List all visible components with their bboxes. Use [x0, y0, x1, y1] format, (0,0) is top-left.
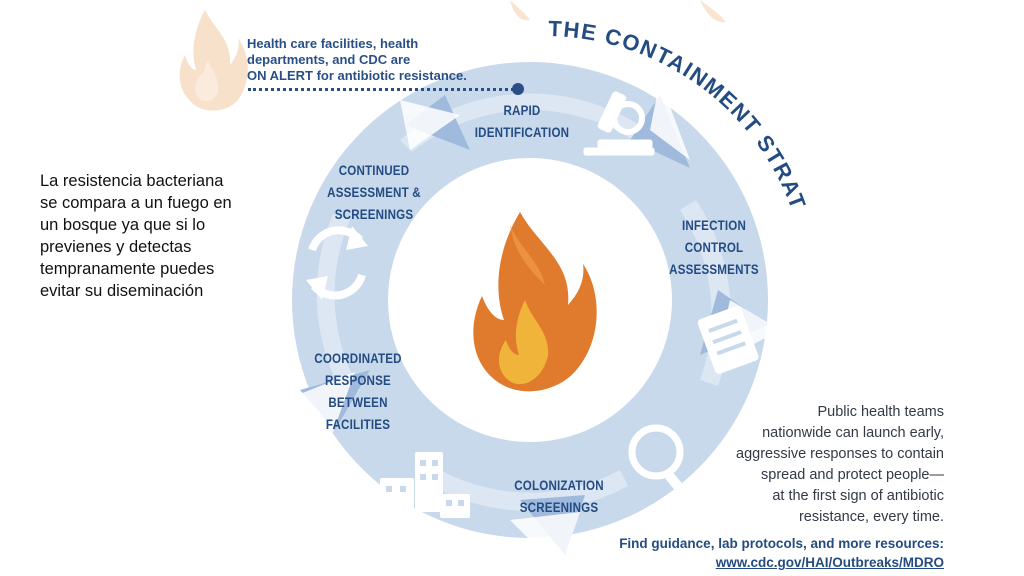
- refresh-cycle-icon: [306, 226, 368, 300]
- connector-dot: [512, 83, 524, 95]
- stage-coordinated-response: COORDINATED RESPONSE BETWEEN FACILITIES: [314, 351, 402, 432]
- stage-rapid-identification: RAPID IDENTIFICATION: [474, 103, 570, 140]
- alert-line-2: departments, and CDC are: [247, 52, 411, 67]
- buildings-icon: [380, 452, 470, 518]
- faded-flame-icon: [179, 10, 248, 111]
- stage-colonization-screenings: COLONIZATION SCREENINGS: [514, 478, 604, 515]
- resources-link[interactable]: www.cdc.gov/HAI/Outbreaks/MDRO: [715, 555, 944, 570]
- alert-text: Health care facilities, health departmen…: [247, 36, 477, 84]
- alert-line-3: ON ALERT for antibiotic resistance.: [247, 68, 467, 83]
- spanish-note: La resistencia bacteriana se compara a u…: [40, 172, 232, 300]
- alert-line-1: Health care facilities, health: [247, 36, 419, 51]
- flame-icon: [473, 212, 597, 392]
- stage-continued-assessment: CONTINUED ASSESSMENT & SCREENINGS: [327, 163, 421, 222]
- microscope-icon: [583, 91, 655, 156]
- checklist-icon: [697, 305, 759, 374]
- resources-label: Find guidance, lab protocols, and more r…: [619, 536, 944, 551]
- stage-infection-control: INFECTION CONTROL ASSESSMENTS: [669, 218, 759, 277]
- magnifier-icon: [628, 424, 689, 499]
- resources-block: Find guidance, lab protocols, and more r…: [614, 534, 944, 572]
- public-health-text: Public health teams nationwide can launc…: [736, 404, 944, 525]
- dotted-connector: [248, 88, 514, 91]
